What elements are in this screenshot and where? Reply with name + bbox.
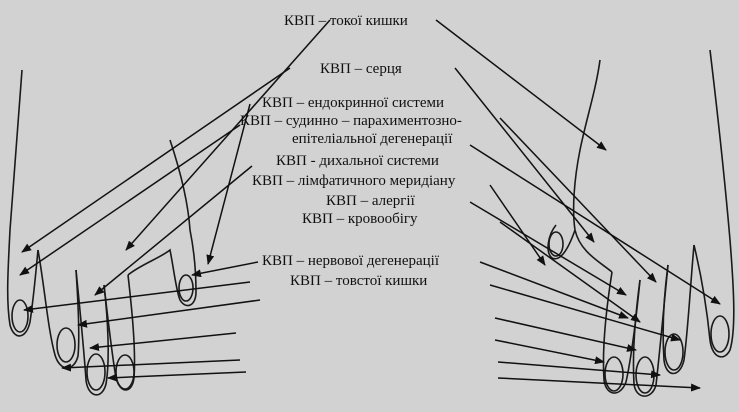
right-hand-outline [548,50,734,396]
left-index-nail [57,328,75,362]
right-ring-finger [603,272,640,393]
arrow-lower-right-3 [498,362,660,375]
right-arrows [436,20,720,388]
arrow-lower-right-4 [498,378,700,388]
arrow-tovstoi-right [490,285,680,340]
left-arrows [20,20,330,378]
label-limfatychnoho: КВП – лімфатичного меридіану [252,172,455,190]
right-thumb [694,50,734,357]
arrow-lower-right-2 [495,340,604,362]
arrow-nervovoi-right [480,262,628,318]
label-dykhalnoi: КВП - дихальної системи [276,152,439,170]
arrow-krovoobihu-right [500,222,640,322]
label-sudynno-line1: КВП – судинно – парахиментозно- [240,112,462,130]
arrow-lower-left-4 [108,372,246,378]
arrow-tokoi-right [436,20,606,150]
right-ring-nail [605,357,623,391]
label-krovoobihu: КВП – кровообігу [302,210,418,228]
right-thumb-nail [711,316,729,352]
arrow-lower-left-2 [90,333,236,348]
label-alerhii: КВП – алергії [326,192,415,210]
arrow-sudynno-left [20,125,240,275]
label-sudynno-line2: епітеліальної дегенерації [292,130,452,148]
label-sertsia: КВП – серця [320,60,402,78]
left-thumb-nail [12,300,28,332]
left-middle-nail [87,354,105,390]
label-tovstoi-kyshky: КВП – товстої кишки [290,272,427,290]
arrow-nervovoi-left [192,262,258,275]
left-thumb [8,70,38,336]
arrow-sertsia-left [22,68,290,252]
right-index-nail [665,334,683,370]
arrow-alerhii-right [470,202,626,295]
left-ring-nail [116,355,134,389]
left-index-finger [38,250,79,368]
arrow-sudynno-right [500,118,656,282]
arrow-limfatychnoho-right [490,185,545,265]
left-little-finger [128,140,196,306]
arrow-sertsia-right [455,68,594,242]
right-little-finger [548,60,612,272]
arrow-lower-right-1 [495,318,636,350]
label-endokrynnoi: КВП – ендокринної системи [262,94,444,112]
left-little-nail [179,275,193,301]
right-index-finger [663,245,694,374]
label-tokoi-kyshky: КВП – токої кишки [284,12,408,30]
label-nervovoi: КВП – нервової дегенерації [262,252,439,270]
